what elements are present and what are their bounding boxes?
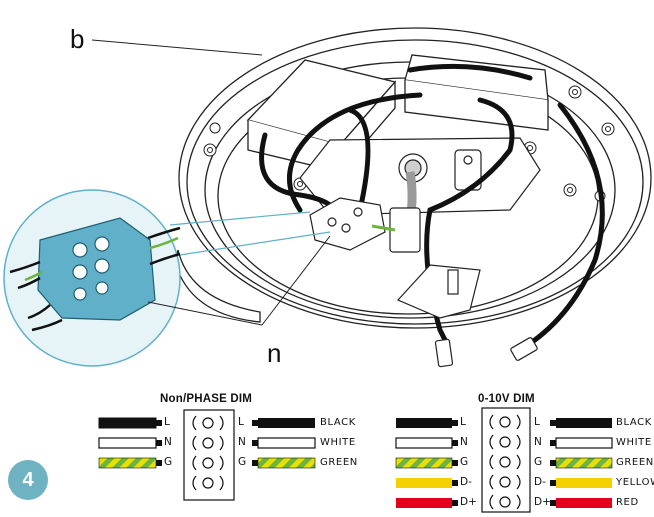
terminal-right-N: N xyxy=(238,436,246,448)
wire-out-black xyxy=(258,418,315,428)
terminal-left-G: G xyxy=(460,456,469,468)
step-number-badge: 4 xyxy=(8,460,48,500)
callout-b-leader xyxy=(91,39,263,56)
wire-stub-yellow xyxy=(396,478,452,488)
wire-out-green xyxy=(257,457,316,469)
callout-n-leader xyxy=(147,235,331,326)
wire-out-green xyxy=(555,457,613,469)
terminal-left-L: L xyxy=(164,416,170,428)
zoom-lines xyxy=(169,211,331,256)
wire-name-green: GREEN xyxy=(616,457,654,468)
wire-stub-black xyxy=(396,418,452,428)
wire-stub-red xyxy=(396,498,452,508)
terminal-left-D-plus: D+ xyxy=(460,496,477,508)
terminal-right-L: L xyxy=(534,416,540,428)
wire-end-connectors xyxy=(434,337,538,368)
wire-out-yellow xyxy=(556,478,612,488)
connector-block-2 xyxy=(481,407,531,513)
wire-name-red: RED xyxy=(616,497,639,508)
terminal-left-L: L xyxy=(460,416,466,428)
terminal-right-G: G xyxy=(534,456,543,468)
wire-name-black: BLACK xyxy=(320,417,356,428)
terminal-right-N: N xyxy=(534,436,542,448)
mounting-plate xyxy=(299,137,541,216)
terminal-right-D-minus: D- xyxy=(534,476,546,488)
bottom-bracket xyxy=(396,264,481,319)
enlarged-connector xyxy=(9,217,181,332)
terminal-left-G: G xyxy=(164,456,173,468)
wire-stub-green xyxy=(395,457,453,469)
callout-n: n xyxy=(267,338,282,368)
diagram-title-0-10v-dim: 0-10V DIM xyxy=(478,393,535,405)
terminal-left-N: N xyxy=(460,436,468,448)
rim-screws xyxy=(203,85,615,202)
wire-out-white xyxy=(555,437,613,449)
wire-out-white xyxy=(257,437,316,449)
diagram-title-non-phase-dim: Non/PHASE DIM xyxy=(160,393,253,405)
connector-block-1 xyxy=(183,409,235,501)
terminal-left-D-minus: D- xyxy=(460,476,472,488)
wire-stub-white xyxy=(395,437,453,449)
wire-name-white: WHITE xyxy=(616,437,652,448)
wire-name-black: BLACK xyxy=(616,417,652,428)
wire-name-yellow: YELLOW xyxy=(616,477,654,488)
callout-b: b xyxy=(70,24,85,54)
wire-out-red xyxy=(556,498,612,508)
wire-name-green: GREEN xyxy=(320,457,358,468)
wire-out-black xyxy=(556,418,612,428)
terminal-right-D-plus: D+ xyxy=(534,496,551,508)
terminal-left-N: N xyxy=(164,436,172,448)
wire-name-white: WHITE xyxy=(320,437,356,448)
terminal-right-L: L xyxy=(238,416,244,428)
terminal-right-G: G xyxy=(238,456,247,468)
